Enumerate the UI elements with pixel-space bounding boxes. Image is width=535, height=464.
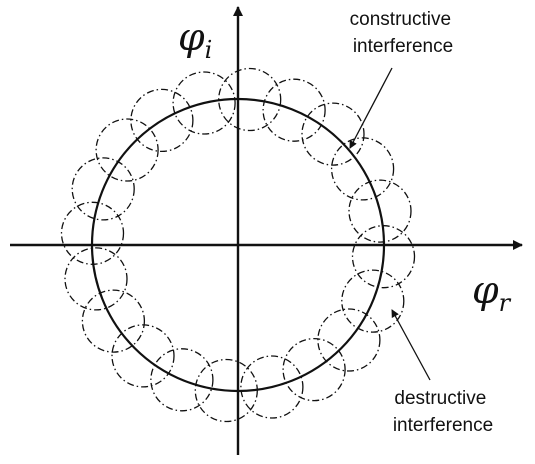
dash-dot-circle [172, 71, 236, 135]
dash-dot-circle [348, 179, 412, 243]
dash-dot-circle [150, 348, 214, 412]
constructive-arrow [349, 67, 393, 149]
dash-dot-circle [111, 324, 175, 388]
dash-dot-circle [262, 78, 326, 142]
destructive-label: destructive interference [393, 388, 493, 436]
y-axis-label: φi [178, 15, 212, 64]
dash-dot-circle [282, 337, 346, 402]
dash-dot-circle [130, 88, 194, 153]
dash-dot-circle [330, 137, 395, 201]
dash-dot-circle [341, 269, 405, 333]
dash-dot-circle [71, 157, 135, 221]
dash-dot-circle [64, 247, 128, 311]
dash-dot-circle [81, 289, 146, 353]
small-circles-group [60, 67, 416, 423]
x-axis-label: φr [472, 268, 512, 317]
constructive-label: constructive interference [350, 9, 457, 57]
dash-dot-circle [95, 118, 159, 182]
dash-dot-circle [301, 102, 365, 166]
destructive-arrow [391, 309, 431, 381]
dash-dot-circle [240, 355, 304, 419]
dash-dot-circle [317, 308, 381, 372]
